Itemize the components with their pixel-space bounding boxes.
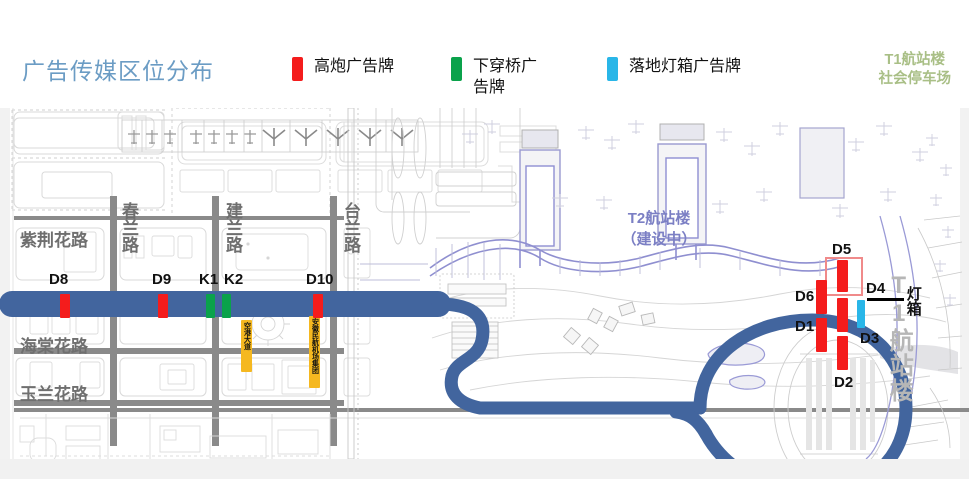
street-label-haitanghua-road: 海棠花路 bbox=[20, 337, 88, 356]
lightbox-leader-line bbox=[867, 298, 904, 301]
map-basemap-graphic bbox=[0, 108, 969, 459]
marker-label-D10: D10 bbox=[306, 271, 334, 288]
marker-D9[interactable] bbox=[158, 294, 168, 318]
map-canvas[interactable]: 紫荆花路 春兰路 建兰路 台兰路 海棠花路 玉兰花路 空港大道 安徽民航机场集团… bbox=[0, 108, 969, 459]
marker-label-K1: K1 bbox=[199, 271, 219, 288]
footer-strip bbox=[0, 459, 969, 479]
marker-D5[interactable] bbox=[837, 260, 848, 292]
legend-item-label: 高炮广告牌 bbox=[314, 58, 395, 75]
street-label-jianlan-road: 建兰路 bbox=[223, 202, 242, 253]
page-header: 广告传媒区位分布 高炮广告牌 下穿桥广告牌 落地灯箱广告牌 T1航站楼 社会停车… bbox=[0, 0, 969, 108]
marker-K2[interactable] bbox=[222, 294, 231, 318]
map-left-margin bbox=[0, 108, 8, 459]
street-label-zijinghua-road: 紫荆花路 bbox=[20, 231, 88, 250]
marker-label-D5: D5 bbox=[832, 241, 852, 258]
orange-tag-anhui-airport-group: 安徽民航机场集团 bbox=[309, 316, 320, 388]
street-label-tailan-road: 台兰路 bbox=[341, 202, 360, 253]
marker-D6[interactable] bbox=[816, 280, 827, 314]
marker-D2-upper-segment[interactable] bbox=[837, 336, 848, 370]
legend-item-label: 落地灯箱广告牌 bbox=[629, 58, 742, 75]
legend: 高炮广告牌 下穿桥广告牌 落地灯箱广告牌 bbox=[292, 56, 792, 102]
callout-label-lightbox: 灯箱 bbox=[904, 286, 922, 316]
legend-item-label: 下穿桥广告牌 bbox=[473, 58, 538, 96]
marker-D4[interactable] bbox=[857, 300, 865, 328]
marker-label-D9: D9 bbox=[152, 271, 172, 288]
legend-item-underpass-billboard[interactable]: 下穿桥广告牌 bbox=[451, 56, 547, 98]
page-title: 广告传媒区位分布 bbox=[22, 58, 214, 84]
legend-item-ground-lightbox[interactable]: 落地灯箱广告牌 bbox=[607, 56, 787, 81]
marker-label-D3: D3 bbox=[860, 330, 880, 347]
marker-label-D2: D2 bbox=[834, 374, 854, 391]
marker-K1[interactable] bbox=[206, 294, 215, 318]
marker-D10[interactable] bbox=[313, 294, 323, 318]
marker-D1[interactable] bbox=[816, 318, 827, 352]
green-billboard-swatch-icon bbox=[451, 57, 462, 81]
orange-tag-konggang-avenue: 空港大道 bbox=[241, 320, 252, 372]
area-label-t2-terminal: T2航站楼 （建设中） bbox=[621, 210, 697, 248]
marker-D8[interactable] bbox=[60, 294, 70, 318]
map-annotation-layer: 紫荆花路 春兰路 建兰路 台兰路 海棠花路 玉兰花路 空港大道 安徽民航机场集团… bbox=[0, 108, 969, 459]
marker-label-D4: D4 bbox=[866, 280, 886, 297]
map-right-margin bbox=[960, 108, 969, 459]
highlight-box-D5 bbox=[825, 257, 863, 296]
marker-label-D1: D1 bbox=[795, 318, 815, 335]
marker-label-D6: D6 bbox=[795, 288, 815, 305]
marker-label-K2: K2 bbox=[224, 271, 244, 288]
legend-item-high-billboard[interactable]: 高炮广告牌 bbox=[292, 56, 432, 81]
marker-label-D8: D8 bbox=[49, 271, 69, 288]
marker-D5-lower-segment[interactable] bbox=[837, 298, 848, 332]
street-label-chunlan-road: 春兰路 bbox=[119, 202, 138, 253]
street-label-yulanhua-road: 玉兰花路 bbox=[20, 385, 88, 404]
area-label-t1-terminal: T1航站楼 bbox=[885, 272, 913, 403]
t1-public-parking-note: T1航站楼 社会停车场 bbox=[878, 52, 952, 87]
red-billboard-swatch-icon bbox=[292, 57, 303, 81]
cyan-lightbox-swatch-icon bbox=[607, 57, 618, 81]
